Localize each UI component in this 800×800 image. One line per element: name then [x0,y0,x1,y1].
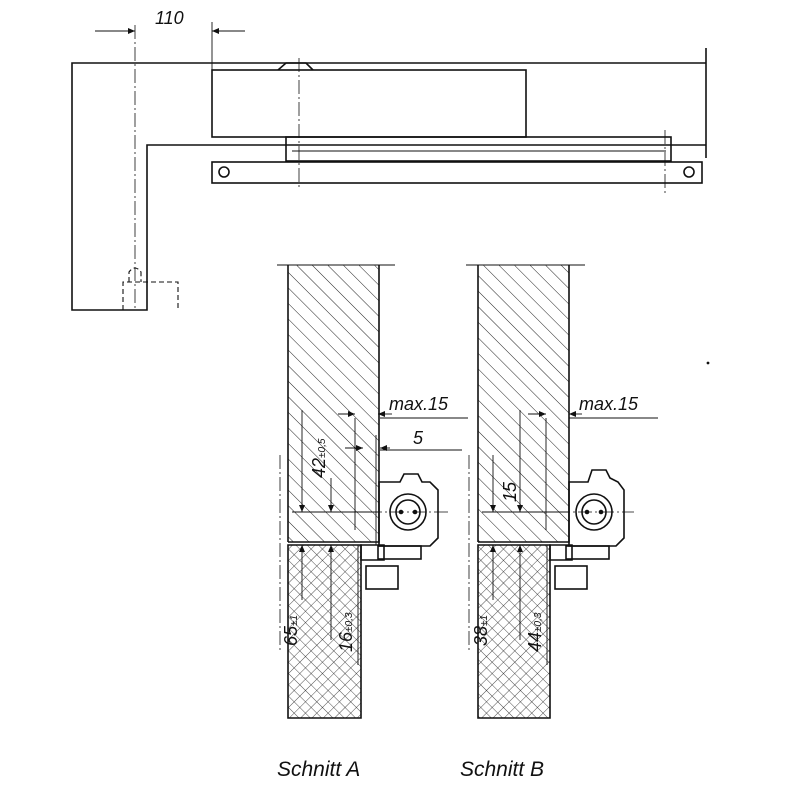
dim-16-a: 16±0,3 [336,612,356,652]
plan-view: 110 [71,8,707,311]
closer-valve-cap [277,62,314,71]
dim-5-a: 5 [413,428,424,448]
closer-body [211,69,527,138]
door-leaf-a [288,265,379,542]
dim-max15-a: max.15 [389,394,449,414]
dim-max15-b: max.15 [579,394,639,414]
caption-schnitt-a: Schnitt A [277,758,360,781]
door-leaf-b [478,265,569,542]
section-b: max.15 15 38±1 44±0,3 Schnitt B [460,264,658,781]
fixing-block-b [554,565,588,590]
dim-44-b: 44±0,3 [525,612,545,652]
frame-outline [71,62,706,311]
frame-section-b [478,545,550,718]
dim-65-a: 65±1 [281,615,301,646]
fixing-block-a [365,565,399,590]
stray-dot [706,361,710,365]
dim-15-b: 15 [500,481,520,502]
frame-section-a [288,545,361,718]
closer-arm [211,161,703,184]
arm-pivot-left [218,166,230,178]
caption-schnitt-b: Schnitt B [460,758,544,781]
closer-profile-b [568,469,625,547]
closer-profile-a [378,473,439,547]
slide-rail [285,136,672,162]
dim-110-label: 110 [155,8,184,28]
dim-42-a: 42±0,5 [309,438,329,478]
dim-38-b: 38±1 [471,615,491,646]
arm-pivot-right [683,166,695,178]
section-a: max.15 5 42±0,5 65±1 16±0,3 Schnitt A [277,264,468,781]
hidden-pin [122,267,179,310]
